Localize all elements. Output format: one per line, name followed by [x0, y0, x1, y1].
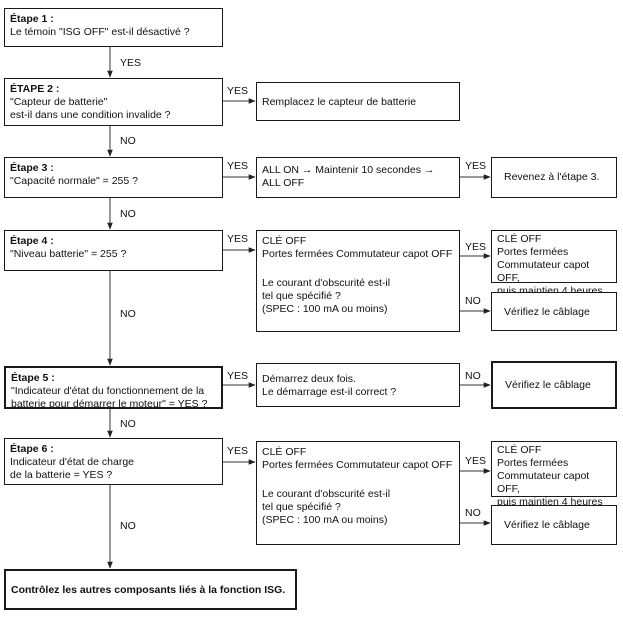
step-2-box: ÉTAPE 2 : "Capteur de batterie" est-il d…	[4, 78, 223, 126]
replace-sensor-box: Remplacez le capteur de batterie	[256, 82, 460, 121]
step-3-title: Étape 3 :	[10, 162, 54, 174]
label-no-step5-check: NO	[465, 370, 481, 382]
step-5-title: Étape 5 :	[11, 372, 55, 384]
step-6-box: Étape 6 : Indicateur d'état de charge de…	[4, 438, 223, 485]
label-no-step4: NO	[120, 308, 136, 320]
final-box: Contrôlez les autres composants liés à l…	[4, 569, 297, 610]
step-4-action-box: CLÉ OFF Portes fermées Commutateur capot…	[256, 230, 460, 332]
all-on-box: ALL ON → Maintenir 10 secondes → ALL OFF	[256, 157, 460, 198]
all-on-text: ALL ON → Maintenir 10 secondes → ALL OFF	[262, 164, 435, 189]
step-5-start-text: Démarrez deux fois. Le démarrage est-il …	[262, 373, 397, 398]
label-yes-step4: YES	[227, 233, 249, 245]
label-yes-step6-check: YES	[465, 455, 487, 467]
label-no-step6-check: NO	[465, 507, 481, 519]
return-step3-box: Revenez à l'étape 3.	[491, 157, 617, 198]
step-5-action-box: Démarrez deux fois. Le démarrage est-il …	[256, 363, 460, 407]
step-2-title: ÉTAPE 2 :	[10, 83, 60, 95]
step-3-box: Étape 3 : "Capacité normale" = 255 ?	[4, 157, 223, 198]
step-6-conditions-text: CLÉ OFF Portes fermées Commutateur capot…	[262, 446, 453, 471]
step-6-question: Indicateur d'état de charge de la batter…	[10, 456, 135, 481]
label-yes-step1: YES	[120, 57, 142, 69]
step-6-key-off-box: CLÉ OFF Portes fermées Commutateur capot…	[491, 441, 617, 508]
step-6-check-wiring-text: Vérifiez le câblage	[504, 519, 590, 531]
label-no-step5: NO	[120, 418, 136, 430]
label-yes-step2: YES	[227, 85, 249, 97]
step-1-title: Étape 1 :	[10, 13, 54, 25]
step-2-question: "Capteur de batterie" est-il dans une co…	[10, 96, 171, 121]
step-3-question: "Capacité normale" = 255 ?	[10, 175, 138, 187]
replace-sensor-text: Remplacez le capteur de batterie	[262, 96, 417, 108]
step-4-key-off-text: CLÉ OFF Portes fermées Commutateur capot…	[497, 233, 603, 297]
step-6-title: Étape 6 :	[10, 443, 54, 455]
step-5-box: Étape 5 : "Indicateur d'état du fonction…	[4, 366, 223, 410]
label-yes-allon: YES	[465, 160, 487, 172]
step-4-check-wiring-text: Vérifiez le câblage	[504, 306, 590, 318]
label-no-step4-check: NO	[465, 295, 481, 307]
label-yes-step5: YES	[227, 370, 249, 382]
step-6-check-wiring-box: Vérifiez le câblage	[491, 505, 617, 545]
label-yes-step3: YES	[227, 160, 249, 172]
label-no-step6: NO	[120, 520, 136, 532]
step-4-dark-current-text: Le courant d'obscurité est-il tel que sp…	[262, 277, 391, 315]
label-yes-step4-check: YES	[465, 241, 487, 253]
step-5-question: "Indicateur d'état du fonctionnement de …	[11, 385, 208, 410]
return-step3-text: Revenez à l'étape 3.	[504, 171, 600, 183]
label-no-step3: NO	[120, 208, 136, 220]
step-6-dark-current-text: Le courant d'obscurité est-il tel que sp…	[262, 488, 391, 526]
step-1-box: Étape 1 : Le témoin "ISG OFF" est-il dés…	[4, 8, 223, 47]
label-no-step2: NO	[120, 135, 136, 147]
step-4-check-wiring-box: Vérifiez le câblage	[491, 292, 617, 331]
step-6-action-box: CLÉ OFF Portes fermées Commutateur capot…	[256, 441, 460, 545]
step-4-conditions-text: CLÉ OFF Portes fermées Commutateur capot…	[262, 235, 453, 260]
step-5-check-wiring-box: Vérifiez le câblage	[491, 361, 617, 409]
step-5-check-wiring-text: Vérifiez le câblage	[505, 379, 591, 391]
step-4-box: Étape 4 : "Niveau batterie" = 255 ?	[4, 230, 223, 271]
final-text: Contrôlez les autres composants liés à l…	[11, 584, 286, 596]
step-1-question: Le témoin "ISG OFF" est-il désactivé ?	[10, 26, 190, 38]
label-yes-step6: YES	[227, 445, 249, 457]
step-6-key-off-text: CLÉ OFF Portes fermées Commutateur capot…	[497, 444, 603, 508]
step-4-question: "Niveau batterie" = 255 ?	[10, 248, 127, 260]
step-4-title: Étape 4 :	[10, 235, 54, 247]
step-4-key-off-box: CLÉ OFF Portes fermées Commutateur capot…	[491, 230, 617, 297]
